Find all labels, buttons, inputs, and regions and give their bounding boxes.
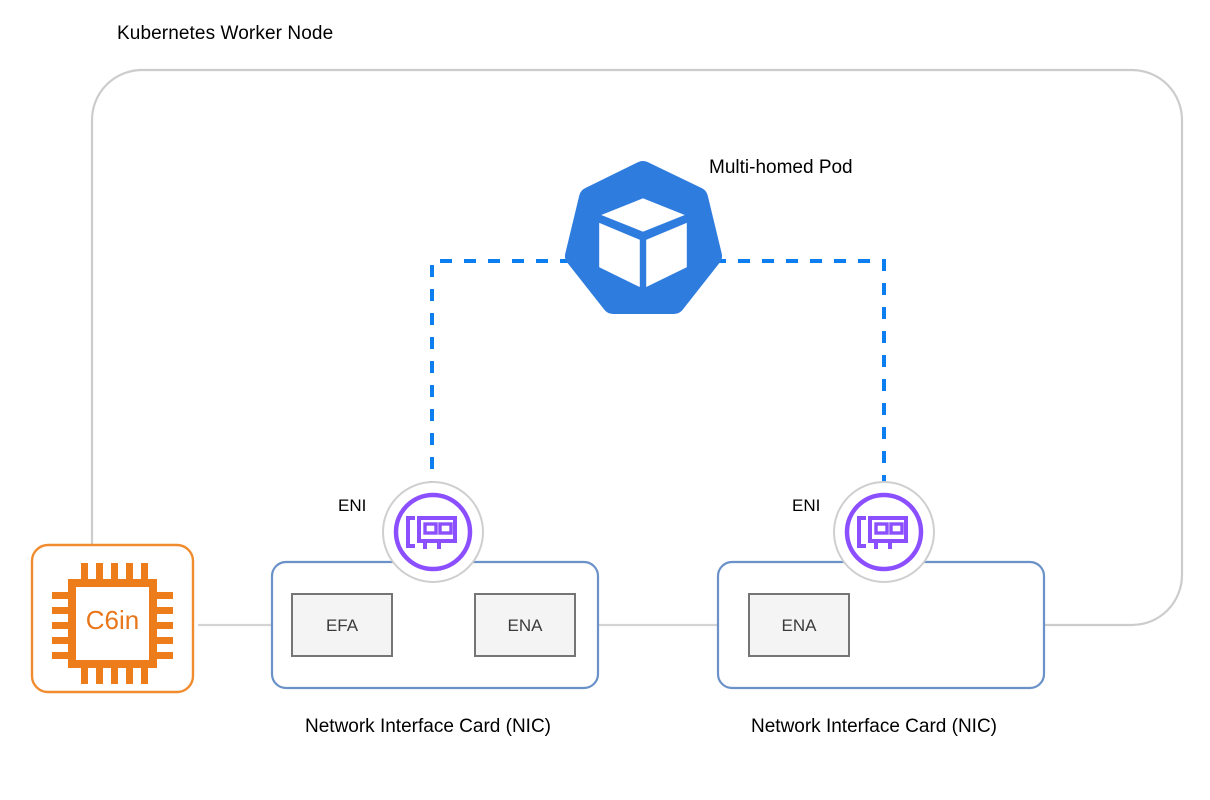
network-interface-card-icon-left — [406, 516, 457, 549]
adapter-label-efa: EFA — [325, 616, 359, 635]
eni-label-right: ENI — [792, 496, 821, 515]
eni-badge-right[interactable] — [833, 481, 935, 583]
pod-label: Multi-homed Pod — [709, 157, 853, 178]
kubernetes-pod-icon[interactable] — [565, 161, 722, 314]
nic-label-right: Network Interface Card (NIC) — [751, 716, 998, 737]
cpu-chip-icon — [52, 563, 173, 684]
adapter-box-efa[interactable] — [291, 593, 393, 657]
dashed-link-pod-to-left-eni — [430, 259, 572, 495]
pod-cube-outline — [596, 195, 690, 291]
worker-node-boundary — [90, 68, 1184, 627]
instance-node-c6in[interactable] — [30, 543, 195, 694]
eni-label-left: ENI — [338, 496, 367, 515]
network-interface-card-icon-right — [857, 516, 908, 549]
adapter-label-ena-left: ENA — [507, 616, 543, 635]
nic-label-left: Network Interface Card (NIC) — [305, 716, 552, 737]
instance-label-c6in: C6in — [85, 605, 140, 635]
adapter-label-ena-right: ENA — [781, 616, 817, 635]
adapter-box-ena-right[interactable] — [748, 593, 850, 657]
eni-badge-left[interactable] — [382, 481, 484, 583]
dashed-link-pod-to-right-eni — [714, 259, 886, 495]
adapter-box-ena-left[interactable] — [474, 593, 576, 657]
page-title: Kubernetes Worker Node — [117, 23, 334, 44]
pod-heptagon — [565, 161, 722, 314]
